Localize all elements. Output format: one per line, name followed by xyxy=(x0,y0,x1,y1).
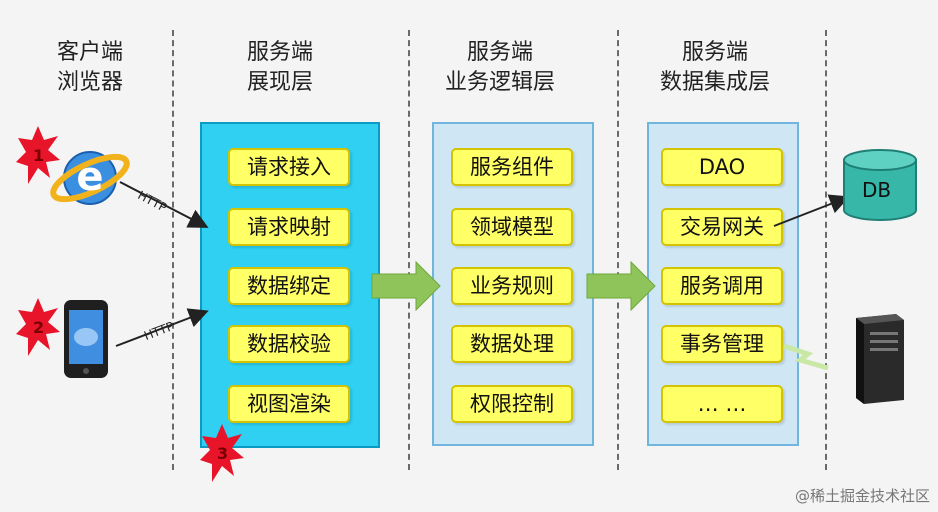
badge-1-label: 1 xyxy=(33,146,45,165)
item-data-validation: 数据校验 xyxy=(228,325,350,363)
divider-4 xyxy=(825,30,827,470)
badge-2-label: 2 xyxy=(33,318,45,337)
item-service-component: 服务组件 xyxy=(451,148,573,186)
divider-3 xyxy=(617,30,619,470)
database-icon xyxy=(843,149,917,221)
badge-2-icon xyxy=(16,298,60,356)
title-client-browser: 客户端 浏览器 xyxy=(56,40,123,95)
divider-2 xyxy=(408,30,410,470)
title-presentation-layer: 服务端 展现层 xyxy=(246,40,313,95)
item-more: … … xyxy=(661,385,783,423)
badge-1-icon xyxy=(16,126,60,184)
mobile-phone-icon xyxy=(64,300,108,378)
ie-browser-icon: e xyxy=(50,151,130,205)
item-data-processing: 数据处理 xyxy=(451,325,573,363)
title-data-integration-layer: 服务端 数据集成层 xyxy=(659,40,770,95)
db-label: DB xyxy=(862,178,892,202)
badge-3-label: 3 xyxy=(217,444,229,463)
arrow-presentation-to-logic xyxy=(371,260,441,312)
watermark: @稀土掘金技术社区 xyxy=(794,487,930,505)
svg-text:e: e xyxy=(76,154,103,200)
item-service-invocation: 服务调用 xyxy=(661,267,783,305)
item-view-rendering: 视图渲染 xyxy=(228,385,350,423)
item-transaction-gateway: 交易网关 xyxy=(661,208,783,246)
item-data-binding: 数据绑定 xyxy=(228,267,350,305)
item-request-mapping: 请求映射 xyxy=(228,208,350,246)
title-business-logic-layer: 服务端 业务逻辑层 xyxy=(444,40,555,95)
server-icon xyxy=(856,314,904,404)
divider-1 xyxy=(172,30,174,470)
arrow-logic-to-data xyxy=(586,260,656,312)
badge-3-icon xyxy=(200,424,244,482)
item-business-rules: 业务规则 xyxy=(451,267,573,305)
item-access-control: 权限控制 xyxy=(451,385,573,423)
item-dao: DAO xyxy=(661,148,783,186)
item-request-access: 请求接入 xyxy=(228,148,350,186)
item-domain-model: 领域模型 xyxy=(451,208,573,246)
item-transaction-management: 事务管理 xyxy=(661,325,783,363)
